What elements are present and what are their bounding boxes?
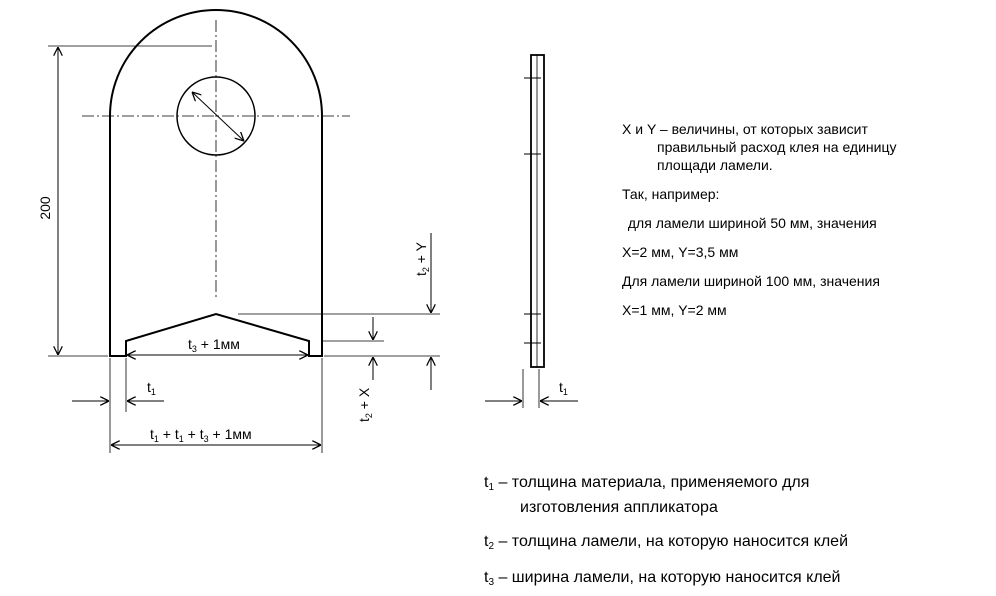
case2-values: X=1 мм, Y=2 мм bbox=[622, 302, 727, 318]
xy-note-line-2: правильный расход клея на единицу bbox=[657, 139, 897, 155]
t2x-label: t2 + X bbox=[356, 387, 374, 422]
t1-left-label: t1 bbox=[147, 379, 156, 397]
height-dimension-label: 200 bbox=[37, 196, 53, 220]
legend-t3: t3 – ширина ламели, на которую наносится… bbox=[484, 566, 841, 590]
hole-diameter-arrow bbox=[192, 92, 244, 141]
case1-values: X=2 мм, Y=3,5 мм bbox=[622, 244, 739, 260]
t1-right-label: t1 bbox=[559, 379, 568, 397]
example-intro: Так, например: bbox=[622, 186, 720, 202]
legend-t1-subscript: 1 bbox=[488, 482, 495, 493]
case2-description: Для ламели шириной 100 мм, значения bbox=[622, 273, 880, 289]
legend-t1-symbol: t bbox=[484, 474, 489, 491]
legend-t2-text: – толщина ламели, на которую наносится к… bbox=[494, 533, 849, 550]
legend-t2-symbol: t bbox=[484, 533, 489, 550]
xy-note-line-3: площади ламели. bbox=[657, 157, 773, 173]
legend-t2: t2 – толщина ламели, на которую наноситс… bbox=[484, 530, 848, 554]
legend-t1-continuation: изготовления аппликатора bbox=[520, 499, 718, 516]
legend-t1: t1 – толщина материала, применяемого для bbox=[484, 471, 809, 495]
legend-t3-subscript: 3 bbox=[488, 577, 495, 588]
legend-t3-text: – ширина ламели, на которую наносится кл… bbox=[494, 569, 841, 586]
legend-t3-symbol: t bbox=[484, 569, 489, 586]
legend-t1-text: – толщина материала, применяемого для bbox=[494, 474, 810, 491]
slot-width-label: t3 + 1мм bbox=[188, 336, 240, 354]
total-width-label: t1 + t1 + t3 + 1мм bbox=[150, 426, 252, 444]
case1-description: для ламели шириной 50 мм, значения bbox=[624, 215, 877, 231]
t2y-label: t2 + Y bbox=[413, 241, 431, 276]
legend-t2-subscript: 2 bbox=[488, 541, 495, 552]
xy-note-line-1: X и Y – величины, от которых зависит bbox=[622, 121, 868, 137]
side-view-outline bbox=[530, 54, 545, 368]
applicator-outline bbox=[109, 9, 323, 357]
